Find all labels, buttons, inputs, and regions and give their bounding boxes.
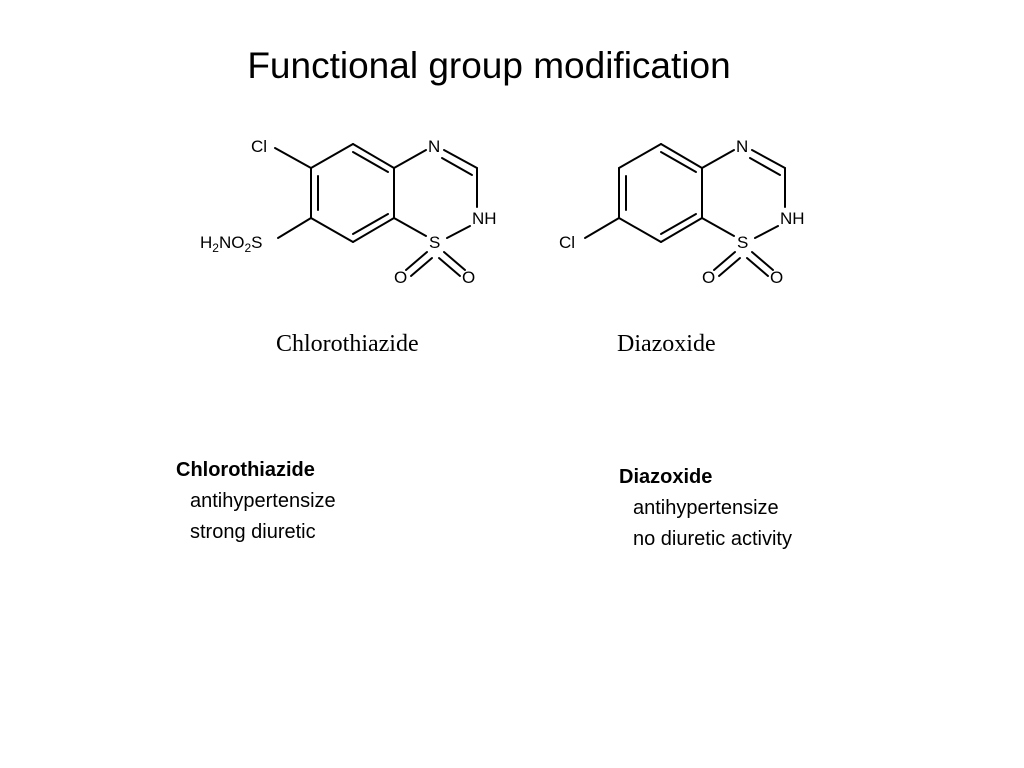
bond (701, 149, 735, 169)
nitrogen-atom-label: N (428, 137, 440, 156)
chlorothiazide-name: Chlorothiazide (276, 331, 419, 357)
chlorine-atom-label: Cl (559, 233, 575, 252)
double-bond (405, 251, 428, 271)
oxygen-atom-label-right: O (770, 268, 783, 287)
double-bond (443, 251, 466, 271)
double-bond (713, 251, 736, 271)
oxygen-atom-label-left: O (702, 268, 715, 287)
bond (393, 217, 427, 237)
bond (352, 217, 395, 243)
double-bond (718, 257, 741, 277)
bond (310, 217, 354, 243)
bond (618, 217, 662, 243)
nh-atom-label: NH (472, 209, 497, 228)
diazoxide-structure: Cl N NH S O O (559, 137, 805, 287)
nh-atom-label: NH (780, 209, 805, 228)
double-bond (352, 151, 389, 173)
double-bond (352, 213, 389, 235)
bond (660, 143, 703, 169)
bond (754, 225, 779, 239)
diazoxide-description: Diazoxide antihypertensize no diuretic a… (619, 462, 792, 555)
double-bond (410, 257, 433, 277)
bond (443, 149, 478, 169)
nitrogen-atom-label: N (736, 137, 748, 156)
diazoxide-description-heading: Diazoxide (619, 466, 713, 488)
diazoxide-property: no diuretic activity (633, 528, 792, 550)
double-bond (660, 151, 697, 173)
diazoxide-property: antihypertensize (633, 497, 779, 519)
bond (393, 149, 427, 169)
double-bond (749, 157, 781, 176)
bond (277, 217, 312, 239)
double-bond (660, 213, 697, 235)
bond (274, 147, 312, 169)
slide-title: Functional group modification (247, 45, 731, 86)
oxygen-atom-label-right: O (462, 268, 475, 287)
chlorothiazide-description-heading: Chlorothiazide (176, 459, 315, 481)
double-bond (438, 257, 461, 277)
bond (618, 143, 662, 169)
bond (352, 143, 395, 169)
bond (660, 217, 703, 243)
bond (751, 149, 786, 169)
chlorothiazide-property: antihypertensize (190, 490, 336, 512)
diazoxide-name: Diazoxide (617, 331, 716, 357)
bond (584, 217, 620, 239)
chlorothiazide-property: strong diuretic (190, 521, 316, 543)
double-bond (746, 257, 769, 277)
bond (446, 225, 471, 239)
bond (310, 143, 354, 169)
chlorine-atom-label: Cl (251, 137, 267, 156)
sulfur-atom-label: S (737, 233, 748, 252)
bond (701, 217, 735, 237)
sulfonamide-group-label: H2NO2S (200, 233, 263, 255)
sulfur-atom-label: S (429, 233, 440, 252)
double-bond (751, 251, 774, 271)
chlorothiazide-structure: Cl N NH S O O H2NO2S (200, 137, 497, 287)
oxygen-atom-label-left: O (394, 268, 407, 287)
chlorothiazide-description: Chlorothiazide antihypertensize strong d… (176, 455, 336, 548)
double-bond (441, 157, 473, 176)
